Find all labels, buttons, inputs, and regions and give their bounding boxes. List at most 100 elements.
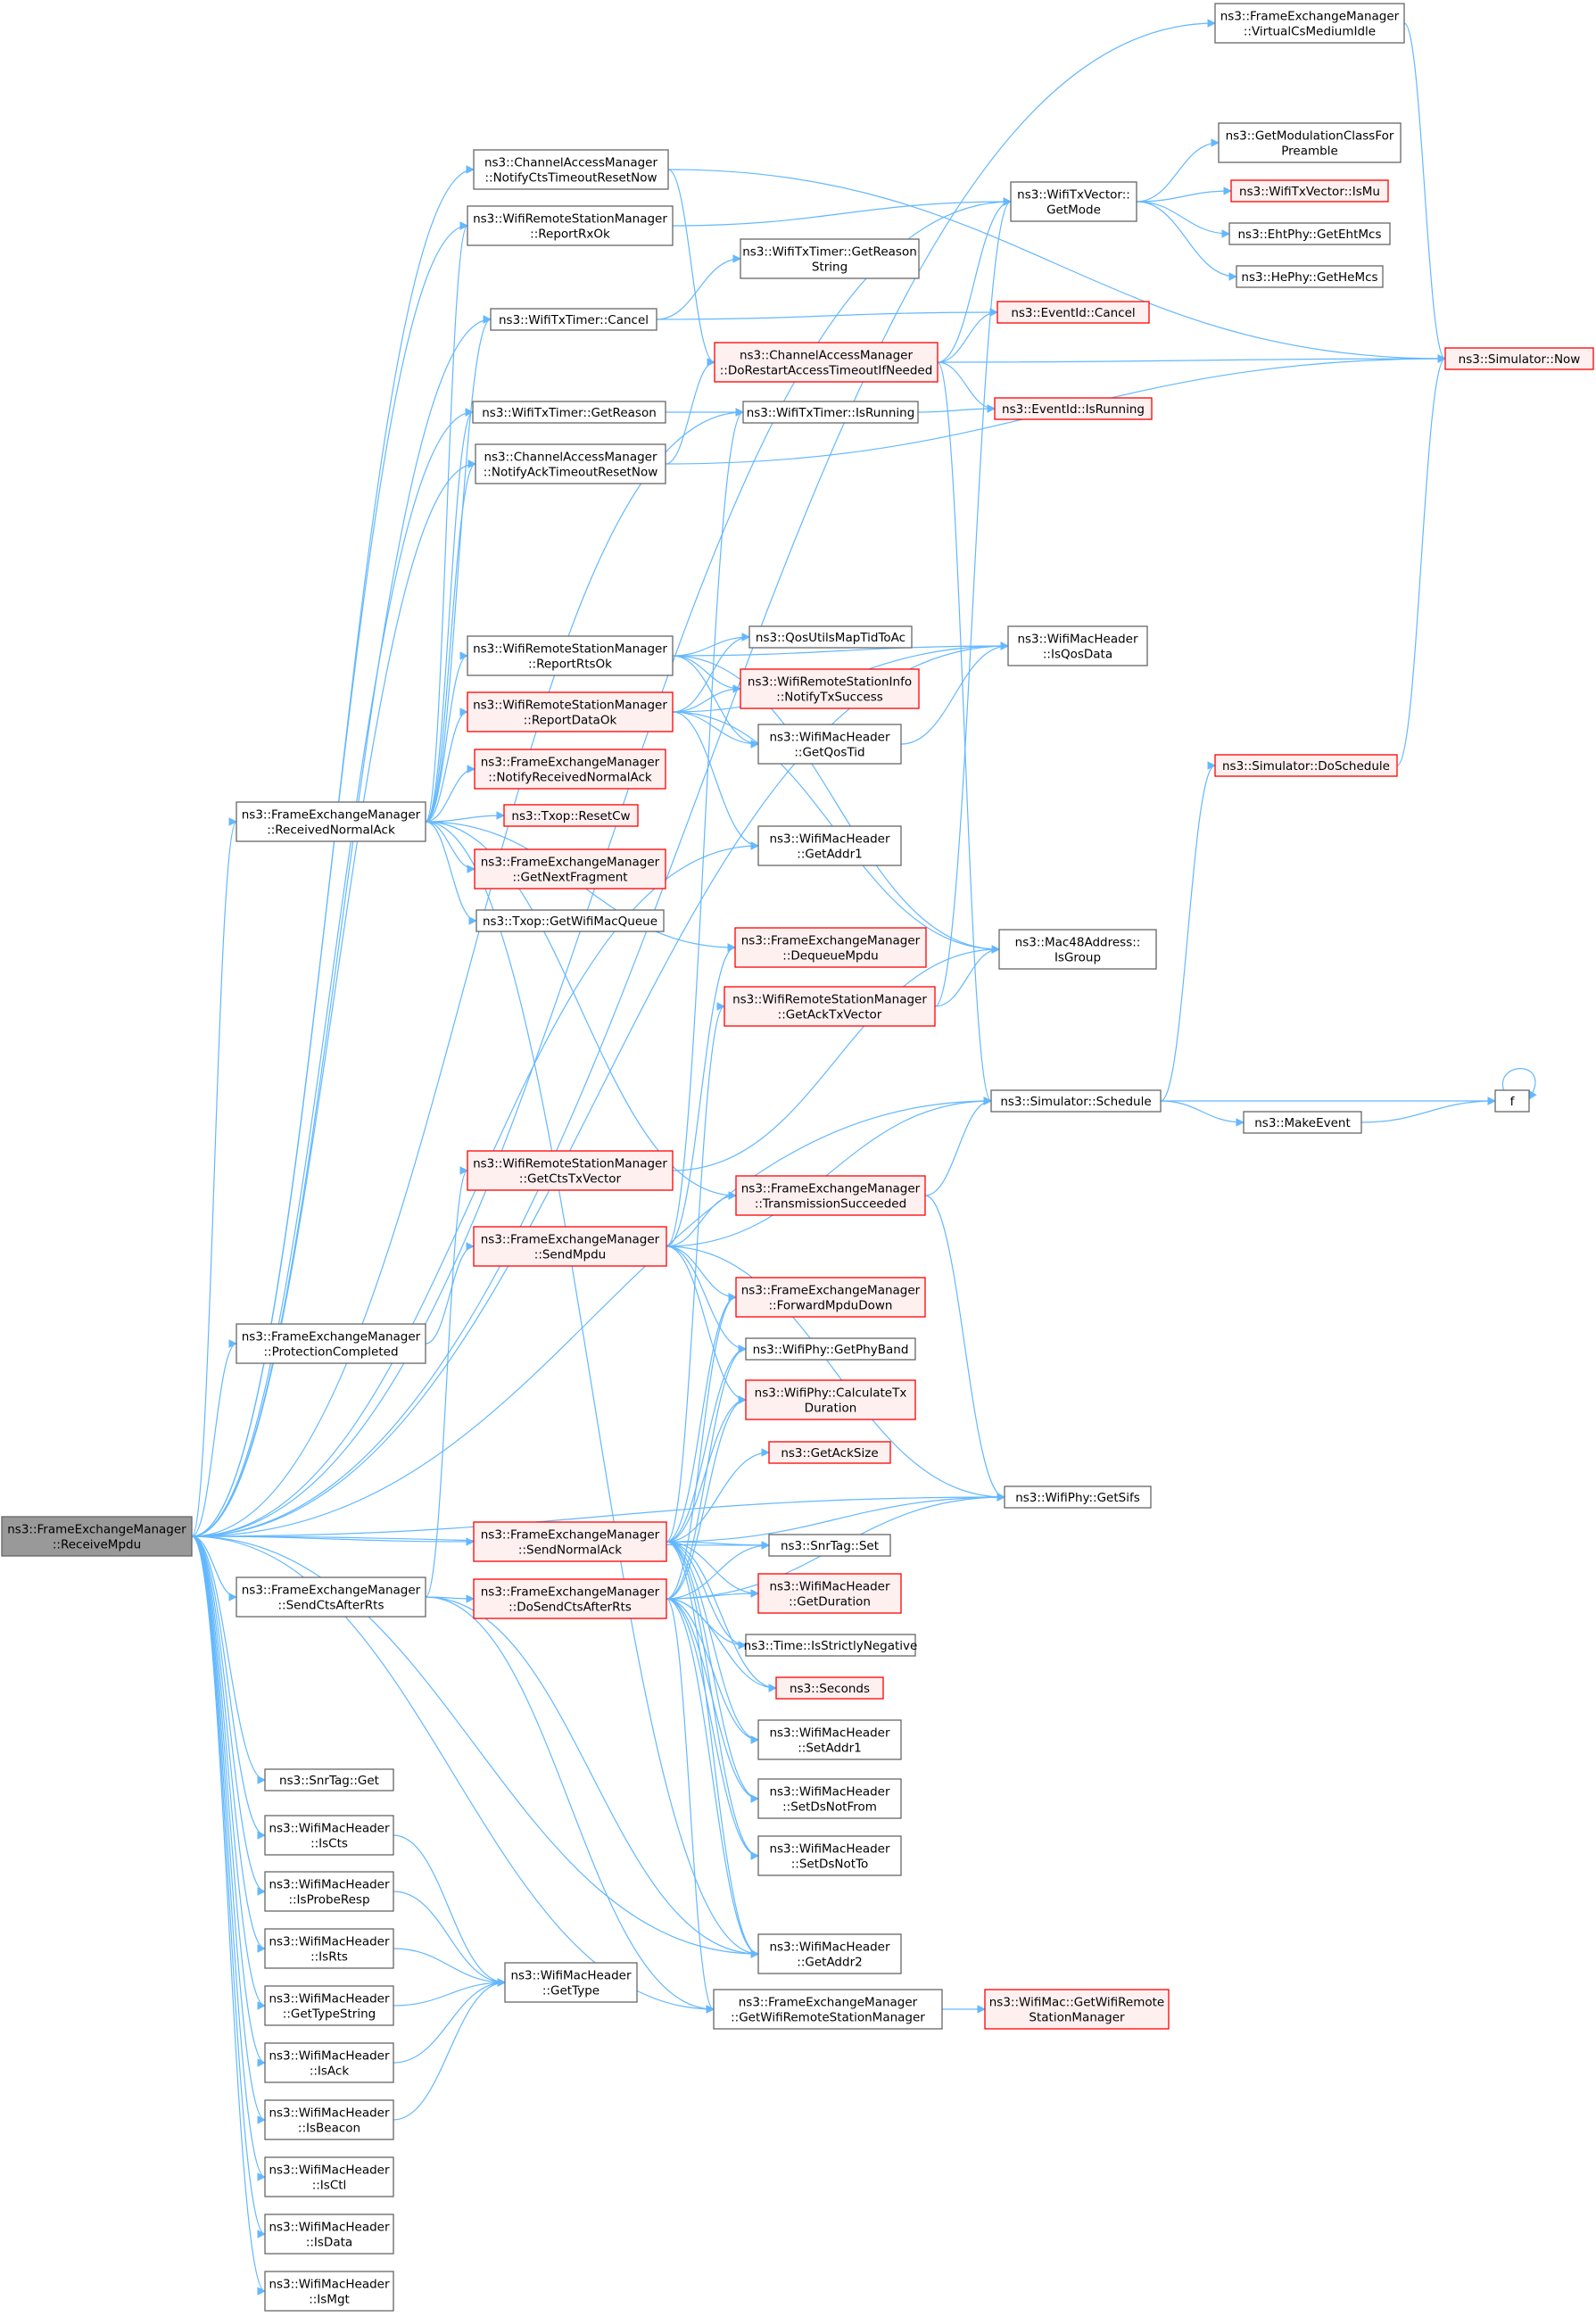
- node-ismgt[interactable]: ns3::WifiMacHeader::IsMgt: [264, 2271, 394, 2312]
- node-getacktxvector[interactable]: ns3::WifiRemoteStationManager::GetAckTxV…: [724, 986, 936, 1027]
- node-isrts[interactable]: ns3::WifiMacHeader::IsRts: [264, 1928, 394, 1969]
- node-getwifimacqueue[interactable]: ns3::Txop::GetWifiMacQueue: [475, 909, 665, 932]
- node-isbeacon[interactable]: ns3::WifiMacHeader::IsBeacon: [264, 2099, 394, 2140]
- node-getacksize[interactable]: ns3::GetAckSize: [768, 1441, 891, 1464]
- node-txtimerisrunning[interactable]: ns3::WifiTxTimer::IsRunning: [742, 401, 919, 424]
- node-isack[interactable]: ns3::WifiMacHeader::IsAck: [264, 2042, 394, 2083]
- node-f[interactable]: f: [1494, 1089, 1530, 1113]
- node-box: [236, 1576, 426, 1618]
- node-box: [742, 401, 919, 424]
- node-notifycts[interactable]: ns3::ChannelAccessManager::NotifyCtsTime…: [473, 149, 669, 190]
- node-txsucceeded[interactable]: ns3::FrameExchangeManager::TransmissionS…: [735, 1175, 926, 1216]
- node-box: [474, 749, 666, 790]
- nodes-layer: ns3::FrameExchangeManager::ReceiveMpduns…: [1, 3, 1594, 2312]
- node-resetcw[interactable]: ns3::Txop::ResetCw: [503, 804, 639, 827]
- node-dosendcts[interactable]: ns3::FrameExchangeManager::DoSendCtsAfte…: [473, 1578, 667, 1619]
- node-schedule[interactable]: ns3::Simulator::Schedule: [990, 1089, 1162, 1113]
- node-eventisrunning[interactable]: ns3::EventId::IsRunning: [994, 397, 1153, 420]
- node-virtualcs[interactable]: ns3::FrameExchangeManager::VirtualCsMedi…: [1214, 3, 1405, 44]
- edge-protcompleted-to-sendmpdu: [425, 1242, 475, 1345]
- node-dorestart[interactable]: ns3::ChannelAccessManager::DoRestartAcce…: [714, 342, 939, 383]
- node-sendctsafterrts[interactable]: ns3::FrameExchangeManager::SendCtsAfterR…: [236, 1576, 426, 1618]
- edges-layer: [191, 19, 1537, 2296]
- node-simnow[interactable]: ns3::Simulator::Now: [1444, 347, 1594, 370]
- node-snrtagset[interactable]: ns3::SnrTag::Set: [768, 1534, 891, 1557]
- node-ismu[interactable]: ns3::WifiTxVector::IsMu: [1230, 179, 1389, 203]
- node-doschedule[interactable]: ns3::Simulator::DoSchedule: [1214, 754, 1398, 777]
- node-label-line: ::VirtualCsMediumIdle: [1244, 25, 1376, 39]
- node-isdata[interactable]: ns3::WifiMacHeader::IsData: [264, 2214, 394, 2255]
- node-sendmpdu[interactable]: ns3::FrameExchangeManager::SendMpdu: [473, 1226, 667, 1267]
- node-getphyband[interactable]: ns3::WifiPhy::GetPhyBand: [745, 1337, 916, 1361]
- node-getwrsm[interactable]: ns3::FrameExchangeManager::GetWifiRemote…: [713, 1989, 943, 2030]
- node-isqosdata[interactable]: ns3::WifiMacHeader::IsQosData: [1007, 625, 1148, 666]
- node-getsifs[interactable]: ns3::WifiPhy::GetSifs: [1004, 1485, 1152, 1509]
- node-getmode[interactable]: ns3::WifiTxVector::GetMode: [1010, 181, 1137, 222]
- node-label-line: ns3::SnrTag::Get: [279, 1774, 379, 1788]
- node-label-line: ::IsMgt: [309, 2293, 350, 2307]
- edge-sendnormalack-to-seconds: [666, 1541, 777, 1692]
- node-seconds[interactable]: ns3::Seconds: [775, 1676, 884, 1700]
- edge-root-to-isproberesp: [191, 1535, 266, 1896]
- node-label-line: ns3::Txop::GetWifiMacQueue: [483, 914, 657, 929]
- node-label-line: ns3::FrameExchangeManager: [741, 1284, 921, 1298]
- edge-root-to-getaddr2: [191, 1535, 759, 1958]
- edge-recvnormalack-to-txsucceeded: [425, 821, 737, 1200]
- node-gethemcs[interactable]: ns3::HePhy::GetHeMcs: [1236, 265, 1384, 288]
- node-txtimercancel[interactable]: ns3::WifiTxTimer::Cancel: [490, 308, 657, 331]
- node-getreason[interactable]: ns3::WifiTxTimer::GetReason: [472, 401, 666, 424]
- node-box: [472, 401, 666, 424]
- node-gettype[interactable]: ns3::WifiMacHeader::GetType: [504, 1962, 638, 2003]
- node-gettypestring[interactable]: ns3::WifiMacHeader::GetTypeString: [264, 1985, 394, 2026]
- node-getwrsmmac[interactable]: ns3::WifiMac::GetWifiRemoteStationManage…: [984, 1989, 1170, 2030]
- node-box: [1214, 3, 1405, 44]
- node-sendnormalack[interactable]: ns3::FrameExchangeManager::SendNormalAck: [473, 1521, 667, 1562]
- node-notifytxsuccess[interactable]: ns3::WifiRemoteStationInfo::NotifyTxSucc…: [740, 668, 920, 709]
- edge-dosendcts-to-forwardmpdu: [666, 1293, 737, 1600]
- node-isstrictlyneg[interactable]: ns3::Time::IsStrictlyNegative: [744, 1634, 918, 1657]
- node-qosutils[interactable]: ns3::QosUtilsMapTidToAc: [748, 625, 913, 649]
- node-label-line: ns3::FrameExchangeManager: [242, 808, 421, 823]
- node-forwardmpdu[interactable]: ns3::FrameExchangeManager::ForwardMpduDo…: [735, 1277, 926, 1318]
- node-notifyack[interactable]: ns3::ChannelAccessManager::NotifyAckTime…: [475, 443, 666, 484]
- edge-dorestart-to-getmode: [937, 197, 1012, 363]
- node-setaddr1[interactable]: ns3::WifiMacHeader::SetAddr1: [757, 1719, 902, 1760]
- edge-dosendcts-to-setdsnotfrom: [666, 1598, 759, 1803]
- node-notifyrecvack[interactable]: ns3::FrameExchangeManager::NotifyReceive…: [474, 749, 666, 790]
- node-makeevent[interactable]: ns3::MakeEvent: [1243, 1111, 1362, 1134]
- node-box: [467, 635, 674, 676]
- node-eventcancel[interactable]: ns3::EventId::Cancel: [996, 301, 1150, 324]
- node-isctl[interactable]: ns3::WifiMacHeader::IsCtl: [264, 2156, 394, 2197]
- node-getnextfrag[interactable]: ns3::FrameExchangeManager::GetNextFragme…: [474, 848, 666, 890]
- node-getctstxvector[interactable]: ns3::WifiRemoteStationManager::GetCtsTxV…: [467, 1150, 674, 1191]
- node-getaddr2[interactable]: ns3::WifiMacHeader::GetAddr2: [757, 1933, 902, 1974]
- edge-dorestart-to-eventisrunning: [937, 361, 996, 413]
- node-protcompleted[interactable]: ns3::FrameExchangeManager::ProtectionCom…: [236, 1323, 426, 1364]
- node-label-line: ns3::WifiMacHeader: [269, 2049, 390, 2064]
- node-snrtagget[interactable]: ns3::SnrTag::Get: [264, 1768, 394, 1792]
- node-recvnormalack[interactable]: ns3::FrameExchangeManager::ReceivedNorma…: [236, 801, 426, 842]
- edge-root-to-isbeacon: [191, 1535, 266, 2124]
- node-getqostid[interactable]: ns3::WifiMacHeader::GetQosTid: [757, 724, 902, 765]
- node-getduration[interactable]: ns3::WifiMacHeader::GetDuration: [757, 1573, 902, 1614]
- node-dequeuempdu[interactable]: ns3::FrameExchangeManager::DequeueMpdu: [734, 927, 927, 968]
- node-getehtmcs[interactable]: ns3::EhtPhy::GetEhtMcs: [1228, 222, 1391, 245]
- node-getaddr1[interactable]: ns3::WifiMacHeader::GetAddr1: [757, 825, 902, 866]
- node-isgroup[interactable]: ns3::Mac48Address::IsGroup: [998, 929, 1157, 970]
- node-label-line: ns3::WifiMacHeader: [769, 1726, 890, 1741]
- node-setdsnotto[interactable]: ns3::WifiMacHeader::SetDsNotTo: [757, 1835, 902, 1876]
- node-isproberesp[interactable]: ns3::WifiMacHeader::IsProbeResp: [264, 1871, 394, 1912]
- node-label-line: ::NotifyAckTimeoutResetNow: [484, 466, 658, 480]
- edge-notifyack-to-dorestart: [665, 358, 715, 465]
- node-reportrxok[interactable]: ns3::WifiRemoteStationManager::ReportRxO…: [467, 205, 674, 246]
- node-root[interactable]: ns3::FrameExchangeManager::ReceiveMpdu: [1, 1516, 193, 1557]
- node-iscts[interactable]: ns3::WifiMacHeader::IsCts: [264, 1815, 394, 1856]
- node-label-line: ::GetWifiRemoteStationManager: [731, 2011, 925, 2025]
- node-reportrtsok[interactable]: ns3::WifiRemoteStationManager::ReportRts…: [467, 635, 674, 676]
- node-reportdataok[interactable]: ns3::WifiRemoteStationManager::ReportDat…: [467, 691, 674, 732]
- node-box: [768, 1441, 891, 1464]
- node-setdsnotfrom[interactable]: ns3::WifiMacHeader::SetDsNotFrom: [757, 1778, 902, 1819]
